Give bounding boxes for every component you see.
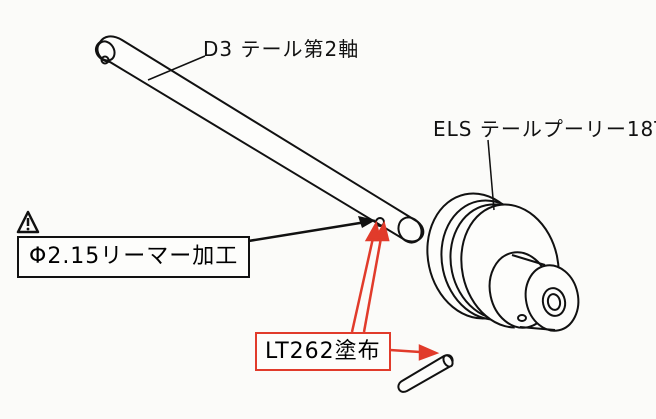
pin [397, 354, 454, 393]
tail-pulley [426, 192, 580, 332]
reaming-callout: Φ2.15リーマー加工 [17, 236, 251, 278]
warning-triangle-icon [16, 210, 40, 234]
lt262-callout: LT262塗布 [255, 332, 391, 371]
lt262-arrows [350, 220, 440, 361]
shaft-label-leader [147, 55, 206, 81]
shaft-label: D3 テール第2軸 [203, 37, 360, 61]
pulley-label: ELS テールプーリー18T [433, 117, 656, 141]
tail-shaft [94, 35, 425, 244]
pulley-label-leader [487, 139, 495, 211]
